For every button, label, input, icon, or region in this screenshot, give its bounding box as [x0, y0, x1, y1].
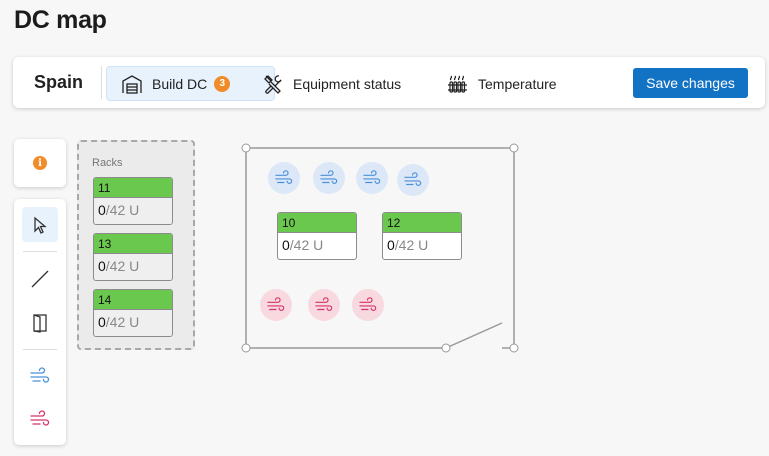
door-icon — [33, 313, 47, 333]
wall-tool[interactable] — [22, 261, 58, 296]
rack-id: 13 — [94, 234, 172, 254]
save-changes-button[interactable]: Save changes — [633, 68, 748, 98]
dc-floor-plan[interactable]: 10 0/42 U 12 0/42 U — [231, 136, 531, 360]
floor-rack[interactable]: 12 0/42 U — [382, 212, 462, 260]
hot-air-unit[interactable] — [352, 289, 384, 321]
cold-wind-icon — [363, 170, 381, 184]
heat-radiator-icon — [448, 75, 467, 93]
rack-card[interactable]: 13 0/42 U — [93, 233, 173, 281]
racks-palette: Racks 11 0/42 U 13 0/42 U 14 0/42 U — [77, 140, 195, 350]
room-walls[interactable] — [231, 136, 531, 360]
warehouse-icon — [122, 74, 142, 94]
info-icon[interactable]: i — [33, 156, 47, 170]
info-panel: i — [14, 139, 66, 187]
tab-equipment-status-label: Equipment status — [293, 75, 402, 92]
rack-capacity: 0/42 U — [282, 237, 324, 253]
toolbar-divider — [101, 66, 102, 99]
cold-air-unit[interactable] — [268, 162, 300, 194]
rack-id: 11 — [94, 178, 172, 198]
cold-wind-icon — [275, 170, 293, 184]
cold-wind-icon — [320, 170, 338, 184]
cursor-icon — [34, 216, 47, 234]
select-tool[interactable] — [22, 207, 58, 242]
hot-wind-icon — [30, 409, 50, 426]
hot-air-tool[interactable] — [22, 401, 58, 436]
build-dc-count-badge: 3 — [214, 75, 231, 92]
tab-temperature[interactable]: Temperature — [443, 66, 593, 101]
line-icon — [31, 270, 49, 287]
tab-equipment-status[interactable]: Equipment status — [258, 66, 426, 101]
rack-id: 10 — [278, 213, 356, 233]
page-title: DC map — [14, 6, 107, 34]
tools-divider — [23, 349, 57, 350]
tools-icon — [264, 74, 282, 94]
hot-wind-icon — [267, 297, 285, 311]
hot-wind-icon — [359, 297, 377, 311]
cold-wind-icon — [30, 366, 50, 383]
tab-temperature-label: Temperature — [478, 75, 557, 92]
top-toolbar: Spain Build DC 3 Equipment status — [13, 57, 765, 108]
site-name: Spain — [34, 72, 84, 92]
rack-id: 12 — [383, 213, 461, 233]
door-tool[interactable] — [22, 305, 58, 340]
hot-air-unit[interactable] — [308, 289, 340, 321]
cold-air-tool[interactable] — [22, 358, 58, 393]
rack-capacity: 0/42 U — [98, 314, 140, 330]
rack-capacity: 0/42 U — [387, 237, 429, 253]
drawing-tools-panel — [14, 199, 66, 445]
rack-card[interactable]: 11 0/42 U — [93, 177, 173, 225]
tools-divider — [23, 251, 57, 252]
tab-build-dc[interactable]: Build DC 3 — [106, 66, 275, 101]
cold-air-unit[interactable] — [397, 164, 429, 196]
rack-id: 14 — [94, 290, 172, 310]
cold-air-unit[interactable] — [356, 162, 388, 194]
rack-card[interactable]: 14 0/42 U — [93, 289, 173, 337]
hot-wind-icon — [315, 297, 333, 311]
hot-air-unit[interactable] — [260, 289, 292, 321]
tab-build-dc-label: Build DC — [152, 75, 208, 92]
rack-capacity: 0/42 U — [98, 258, 140, 274]
racks-palette-title: Racks — [92, 157, 123, 169]
rack-capacity: 0/42 U — [98, 202, 140, 218]
cold-air-unit[interactable] — [313, 162, 345, 194]
floor-rack[interactable]: 10 0/42 U — [277, 212, 357, 260]
cold-wind-icon — [404, 172, 422, 186]
